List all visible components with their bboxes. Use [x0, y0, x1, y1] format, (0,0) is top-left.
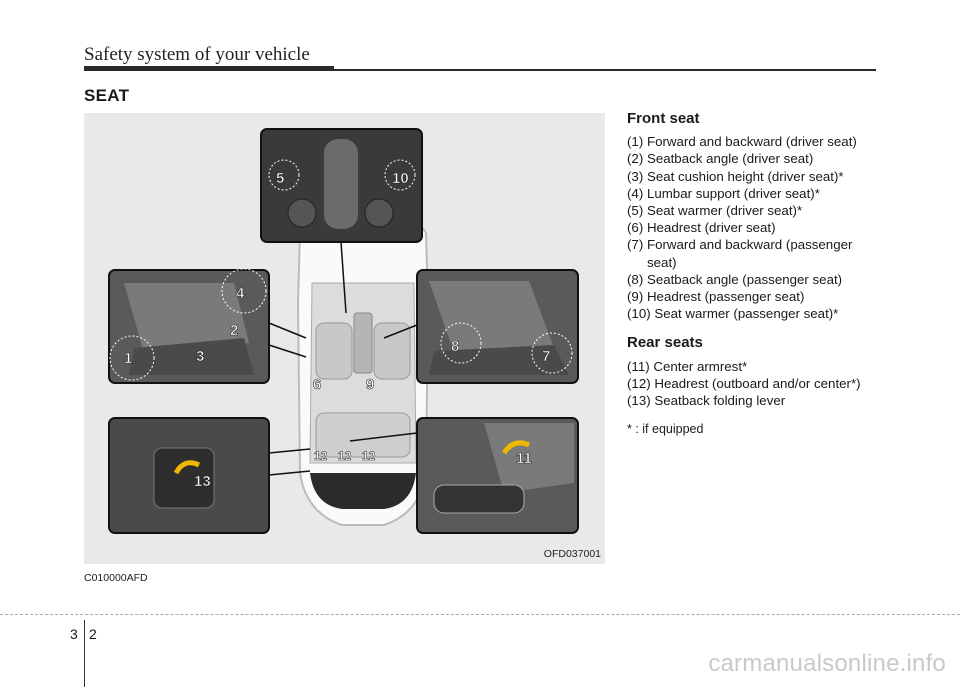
item-text: (12) Headrest (outboard and/or center*): [627, 375, 861, 391]
rear-seat-shape: [315, 412, 411, 458]
item-text-continued: seat): [647, 254, 677, 270]
seat-description: Front seat (1) Forward and backward (dri…: [627, 110, 887, 438]
item-text: (8) Seatback angle (passenger seat): [627, 271, 843, 287]
item-text: (3) Seat cushion height (driver seat)*: [627, 168, 844, 184]
front-seat-title: Front seat: [627, 110, 700, 127]
callout-ring-10: [384, 159, 416, 191]
item-text: (9) Headrest (passenger seat): [627, 289, 805, 305]
armrest-arrow: [501, 440, 531, 455]
rear-seat-item: (11) Center armrest*: [627, 358, 887, 375]
passenger-seat-back: [429, 281, 554, 353]
leader-driver-b: [268, 344, 307, 358]
rear-seat-item: (13) Seatback folding lever: [627, 392, 887, 409]
page-number: 2: [89, 626, 97, 642]
leader-armrest: [349, 432, 418, 442]
item-text: (11) Center armrest*: [627, 358, 748, 374]
callout-ring-5: [268, 159, 300, 191]
chapter-number: 3: [70, 626, 78, 642]
item-text: (2) Seatback angle (driver seat): [627, 151, 814, 167]
cup-holder-left: [287, 198, 317, 228]
callout-ring-7: [531, 332, 573, 374]
callout-4: 4: [236, 285, 245, 302]
callout-ring-8: [440, 322, 482, 364]
callout-10: 10: [392, 170, 409, 187]
item-text: (10) Seat warmer (passenger seat)*: [627, 306, 839, 322]
leader-driver-a: [268, 322, 307, 339]
rear-seats-title: Rear seats: [627, 334, 703, 352]
callout-ring-1: [109, 335, 155, 381]
page-number-divider: [84, 620, 85, 687]
callout-9: 9: [366, 376, 374, 393]
front-seat-item: (5) Seat warmer (driver seat)*: [627, 202, 887, 219]
driver-seat-back: [124, 283, 249, 353]
callout-8: 8: [451, 338, 459, 355]
front-seat-item: (9) Headrest (passenger seat): [627, 288, 887, 305]
front-seat-item: (10) Seat warmer (passenger seat)*: [627, 305, 887, 322]
leader-console: [340, 241, 347, 314]
item-text: (4) Lumbar support (driver seat)*: [627, 185, 820, 201]
callout-7: 7: [542, 348, 550, 365]
seat-illustration: 5 10 4 2 1 3 8 7 6 9 12 12 12 13: [108, 128, 579, 534]
rear-seat-back-shape: [484, 423, 574, 493]
center-console-shape: [353, 312, 373, 374]
rear-seat-item: (12) Headrest (outboard and/or center*): [627, 375, 887, 392]
section-title: SEAT: [84, 86, 130, 105]
cup-holder-right: [364, 198, 394, 228]
callout-12-right: 12: [362, 449, 376, 463]
callout-1: 1: [124, 350, 132, 367]
leader-passenger: [383, 324, 418, 339]
front-left-seat-shape: [315, 322, 353, 380]
callout-ring-4: [221, 268, 267, 314]
callout-12-center: 12: [338, 449, 352, 463]
leader-rear-a: [268, 448, 311, 454]
figure-code: OFD037001: [543, 548, 601, 560]
item-text: (5) Seat warmer (driver seat)*: [627, 203, 803, 219]
front-seat-item: (6) Headrest (driver seat): [627, 219, 887, 236]
callout-11: 11: [516, 450, 532, 467]
gear-shifter: [324, 139, 358, 229]
callout-2: 2: [230, 322, 238, 339]
header-title: Safety system of your vehicle: [84, 44, 310, 65]
callout-3: 3: [196, 348, 204, 365]
front-seat-item: (8) Seatback angle (passenger seat): [627, 271, 887, 288]
item-text: (1) Forward and backward (driver seat): [627, 134, 857, 150]
front-right-seat-shape: [373, 322, 411, 380]
header-rule-thick: [84, 66, 334, 71]
callout-6: 6: [313, 376, 321, 393]
callout-13: 13: [194, 473, 211, 490]
callout-12-left: 12: [314, 449, 328, 463]
equipment-note: * : if equipped: [627, 422, 704, 437]
seat-figure: 5 10 4 2 1 3 8 7 6 9 12 12 12 13: [84, 113, 605, 564]
driver-seat-cushion: [129, 338, 254, 375]
header-rule-thin: [334, 69, 876, 71]
item-text: (7) Forward and backward (passenger: [627, 237, 853, 253]
front-seat-item: (1) Forward and backward (driver seat): [627, 133, 887, 150]
front-seat-item: (2) Seatback angle (driver seat): [627, 150, 887, 167]
leader-rear-b: [268, 470, 311, 476]
footer-divider: [0, 614, 960, 615]
armrest-shape: [433, 484, 525, 514]
item-text: (6) Headrest (driver seat): [627, 220, 776, 236]
trunk-shape: [310, 473, 416, 509]
callout-5: 5: [276, 170, 284, 187]
passenger-seat-cushion: [429, 345, 569, 375]
front-seat-item: (4) Lumbar support (driver seat)*: [627, 185, 887, 202]
front-seat-item: (3) Seat cushion height (driver seat)*: [627, 168, 887, 185]
item-text: (13) Seatback folding lever: [627, 393, 786, 409]
document-code: C010000AFD: [84, 572, 148, 584]
folding-lever-arrow: [173, 460, 201, 475]
site-watermark: carmanualsonline.info: [708, 650, 946, 677]
